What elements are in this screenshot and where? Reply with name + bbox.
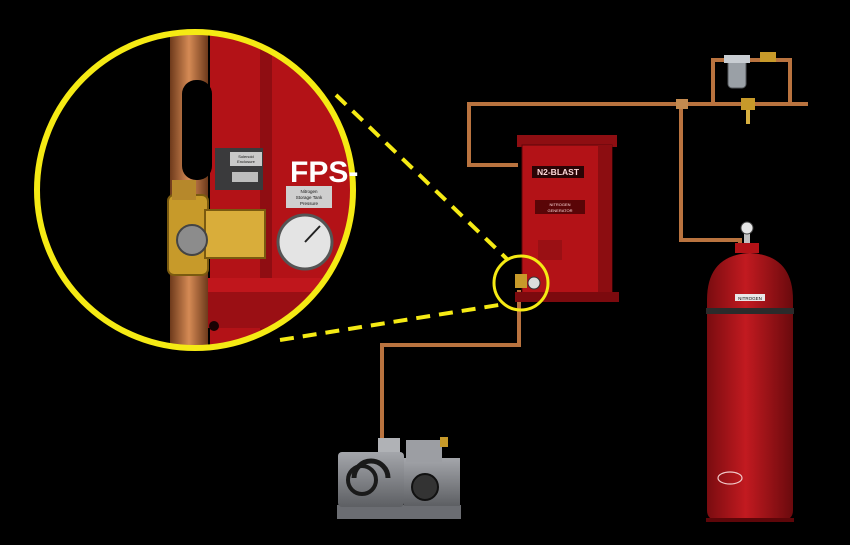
generator-sublabel-line2: GENERATOR [548,208,573,213]
callout-bracket-edge [180,278,353,292]
cylinder-logo [717,471,743,485]
magnified-callout: Solenoid Enclosure Nitrogen Storage Tank… [34,29,358,351]
generator-outlet-valve [515,274,527,288]
pipe-filter-loop [711,58,792,104]
tee-left [676,99,688,109]
callout-solenoid-label-line1: Solenoid [238,154,254,159]
callout-valve-knob [176,224,208,256]
cylinder-band-label: NITROGEN [738,296,762,301]
generator-brand-plate [532,166,584,178]
cylinder-valve-body [735,243,759,253]
compressor-pump-wheel [411,473,439,501]
compressor-flywheel [351,458,391,479]
highlight-ring-small [492,254,550,312]
compressor-flywheel-hub [346,464,378,496]
generator-base [515,292,619,302]
generator-side-shade [598,145,612,295]
branch-valve-stem [746,110,750,124]
pipe-cylinder-feed [679,104,742,250]
callout-pipe-gap [182,80,212,180]
callout-gauge-needle [304,225,321,243]
leader-upper [334,93,510,262]
air-filter-assembly [676,52,776,124]
callout-fps-label: FPS- [290,156,358,189]
cylinder-band-top [706,308,794,314]
cylinder-label-plate [735,294,765,301]
generator-small-gauge [527,276,541,290]
callout-solenoid-label [230,152,262,166]
callout-brass-body [204,209,266,259]
compressor-pressure-switch [378,438,400,452]
compressor-head [406,440,442,462]
callout-solenoid-arrow [232,172,258,182]
callout-gauge-label [286,186,332,208]
callout-gauge-label-line1: Nitrogen [300,189,318,194]
callout-gauge-label-line3: Pressure [300,201,319,206]
callout-gauge-label-line2: Storage Tank [296,195,323,200]
cylinder-valve-gauge [740,221,754,235]
filter-cap [724,55,750,63]
callout-bolt [209,321,219,331]
pipe-generator-inlet [467,104,518,167]
air-compressor [337,437,461,519]
generator-sub-plate [535,200,585,214]
callout-ring [34,29,356,351]
cylinder-body [707,253,793,520]
generator-notice [538,240,562,260]
nitrogen-generator: N2-BLAST NITROGEN GENERATOR [515,135,619,302]
generator-cap-top [517,135,617,147]
pipe-compressor-line [380,290,521,440]
compressor-base [337,505,461,519]
cylinder-foot [706,518,794,522]
branch-valve [741,98,755,110]
callout-red-shade [260,32,272,348]
nitrogen-cylinder: NITROGEN [706,221,794,522]
callout-solenoid-label-line2: Enclosure [237,159,256,164]
generator-sublabel-line1: NITROGEN [549,202,570,207]
leader-lower [279,302,506,342]
cylinder-valve-stem [744,230,750,248]
callout-brass-stem [172,180,196,200]
filter-valve [760,52,776,62]
generator-brand-label: N2-BLAST [537,167,580,177]
compressor-outlet-fitting [440,437,448,447]
callout-leaders [279,93,510,342]
